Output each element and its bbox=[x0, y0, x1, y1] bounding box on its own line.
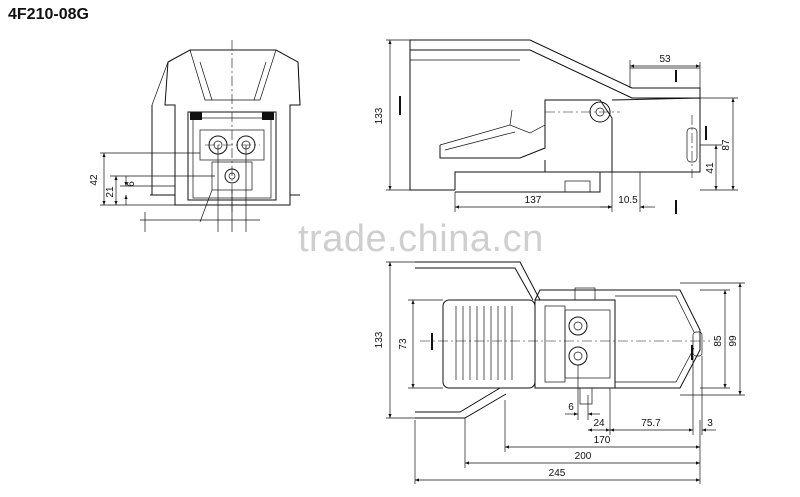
side-dim-10-5: 10.5 bbox=[618, 195, 638, 206]
top-dim-85: 85 bbox=[713, 335, 724, 347]
top-dim-99: 99 bbox=[728, 335, 739, 347]
watermark: trade.china.cn bbox=[298, 218, 544, 260]
side-dim-137: 137 bbox=[525, 195, 542, 206]
front-dim-42: 42 bbox=[89, 174, 100, 186]
front-dim-21: 21 bbox=[105, 186, 116, 198]
top-dim-6: 6 bbox=[568, 402, 574, 413]
side-dim-41: 41 bbox=[705, 162, 716, 174]
front-dim-6: 6 bbox=[126, 181, 137, 187]
top-view: 133 73 99 85 bbox=[374, 261, 745, 484]
top-dim-24: 24 bbox=[593, 418, 605, 429]
side-dim-133: 133 bbox=[374, 107, 385, 124]
drawing-title: 4F210-08G bbox=[8, 6, 89, 23]
top-dim-75-7: 75.7 bbox=[641, 418, 661, 429]
top-dim-170: 170 bbox=[594, 435, 611, 446]
top-dim-73: 73 bbox=[398, 338, 409, 350]
side-dim-53: 53 bbox=[659, 54, 671, 65]
front-view: 42 21 6 bbox=[89, 40, 301, 232]
side-view: 133 53 87 41 137 10.5 bbox=[374, 39, 738, 214]
top-dim-200: 200 bbox=[575, 451, 592, 462]
side-dim-87: 87 bbox=[721, 139, 732, 151]
top-dim-3: 3 bbox=[707, 418, 713, 429]
top-dim-245: 245 bbox=[549, 468, 566, 479]
top-dim-133: 133 bbox=[374, 331, 385, 348]
